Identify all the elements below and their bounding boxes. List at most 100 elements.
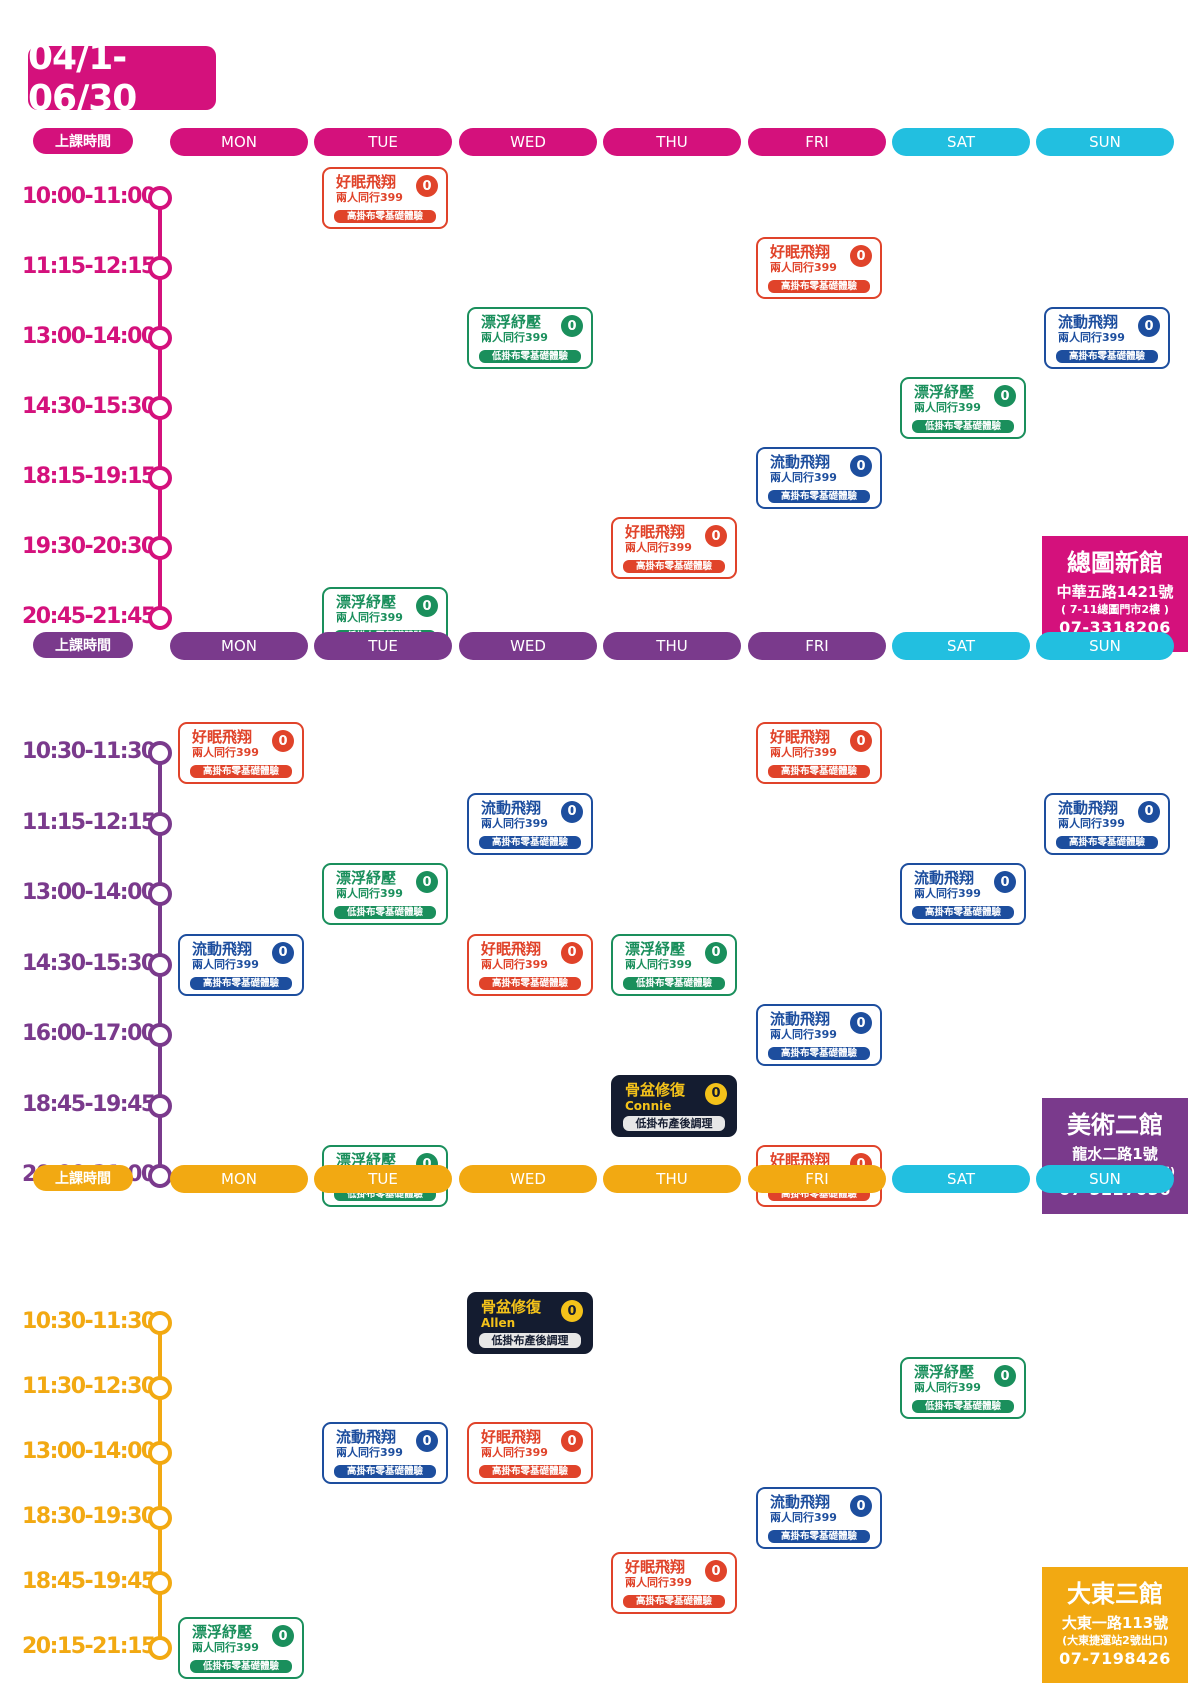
class-count-badge: 0 (561, 1430, 583, 1452)
class-title: 好眠飛翔 (336, 173, 397, 191)
day-header-tue: TUE (314, 128, 452, 156)
class-count-badge: 0 (272, 730, 294, 752)
class-title: 好眠飛翔 (481, 939, 542, 958)
class-subtitle: 兩人同行399 (1058, 331, 1125, 344)
class-count-badge: 0 (705, 941, 727, 964)
time-slot-label: 13:00-14:00 (22, 1439, 156, 1464)
time-slot-label: 16:00-17:00 (22, 1021, 156, 1046)
time-slot-label: 10:30-11:30 (22, 739, 156, 764)
class-tag: 高掛布零基礎體驗 (479, 1465, 581, 1478)
class-title: 漂浮紓壓 (481, 313, 542, 331)
time-slot-label: 11:15-12:15 (22, 254, 156, 279)
day-header-wed: WED (459, 128, 597, 156)
class-title: 骨盆修復 (481, 1298, 542, 1316)
time-slot-label: 18:45-19:45 (22, 1091, 156, 1117)
class-count-badge: 0 (994, 871, 1016, 893)
branch-info-box: 大東三館大東一路113號(大東捷運站2號出口)07-7198426 (1042, 1567, 1188, 1683)
class-subtitle: 兩人同行399 (192, 746, 259, 759)
day-header-sat: SAT (892, 1165, 1030, 1193)
class-subtitle: 兩人同行399 (336, 611, 403, 624)
time-slot-label: 20:15-21:15 (22, 1634, 156, 1659)
timeline-dot (148, 1571, 172, 1595)
class-count-badge: 0 (1138, 315, 1160, 337)
timeline-dot (148, 1311, 172, 1335)
class-tag: 高掛布零基礎體驗 (768, 1530, 870, 1543)
class-count-badge: 0 (705, 525, 727, 547)
class-title: 流動飛翔 (914, 869, 975, 887)
day-header-sun: SUN (1036, 1165, 1174, 1193)
timeline-dot (148, 256, 172, 280)
class-subtitle: 兩人同行399 (336, 191, 403, 204)
class-title: 流動飛翔 (770, 1493, 831, 1511)
class-subtitle: 兩人同行399 (336, 1446, 403, 1459)
time-slot-label: 19:30-20:30 (22, 534, 156, 559)
class-tag: 高掛布零基礎體驗 (623, 1595, 725, 1608)
class-count-badge: 0 (850, 245, 872, 267)
class-tag: 低掛布零基礎體驗 (190, 1660, 292, 1673)
class-title: 漂浮紓壓 (336, 1151, 397, 1169)
class-tag: 高掛布零基礎體驗 (912, 906, 1014, 919)
day-header-wed: WED (459, 1165, 597, 1193)
day-header-tue: TUE (314, 1165, 452, 1193)
class-subtitle: 兩人同行399 (481, 816, 548, 830)
time-header-label: 上課時間 (33, 1165, 133, 1191)
class-title: 流動飛翔 (336, 1428, 397, 1446)
time-slot-label: 18:30-19:30 (22, 1504, 156, 1529)
class-tag: 高掛布零基礎體驗 (1056, 835, 1158, 849)
day-header-wed: WED (459, 632, 597, 660)
class-count-badge: 0 (561, 1300, 583, 1322)
timeline-dot (148, 1441, 172, 1465)
class-subtitle: 兩人同行399 (625, 957, 692, 971)
class-subtitle: 兩人同行399 (625, 541, 692, 554)
class-title: 流動飛翔 (1058, 798, 1119, 817)
class-subtitle: 兩人同行399 (481, 331, 548, 344)
day-header-thu: THU (603, 632, 741, 660)
class-count-badge: 0 (561, 315, 583, 337)
day-header-sun: SUN (1036, 128, 1174, 156)
day-header-mon: MON (170, 128, 308, 156)
class-count-badge: 0 (994, 385, 1016, 407)
class-tag: 低掛布產後調理 (623, 1115, 725, 1131)
class-tag: 低掛布零基礎體驗 (912, 1400, 1014, 1413)
class-title: 漂浮紓壓 (336, 593, 397, 611)
class-title: 好眠飛翔 (625, 523, 686, 541)
class-count-badge: 0 (850, 1495, 872, 1517)
class-subtitle: 兩人同行399 (625, 1576, 692, 1589)
day-header-fri: FRI (748, 1165, 886, 1193)
timeline-dot (148, 466, 172, 490)
timeline-dot (148, 1164, 172, 1188)
timeline-dot (148, 1376, 172, 1400)
class-title: 流動飛翔 (1058, 313, 1119, 331)
day-header-fri: FRI (748, 632, 886, 660)
class-count-badge: 0 (272, 941, 294, 964)
class-tag: 高掛布零基礎體驗 (479, 835, 581, 849)
timeline-dot (148, 882, 172, 906)
class-subtitle: 兩人同行399 (192, 957, 259, 971)
